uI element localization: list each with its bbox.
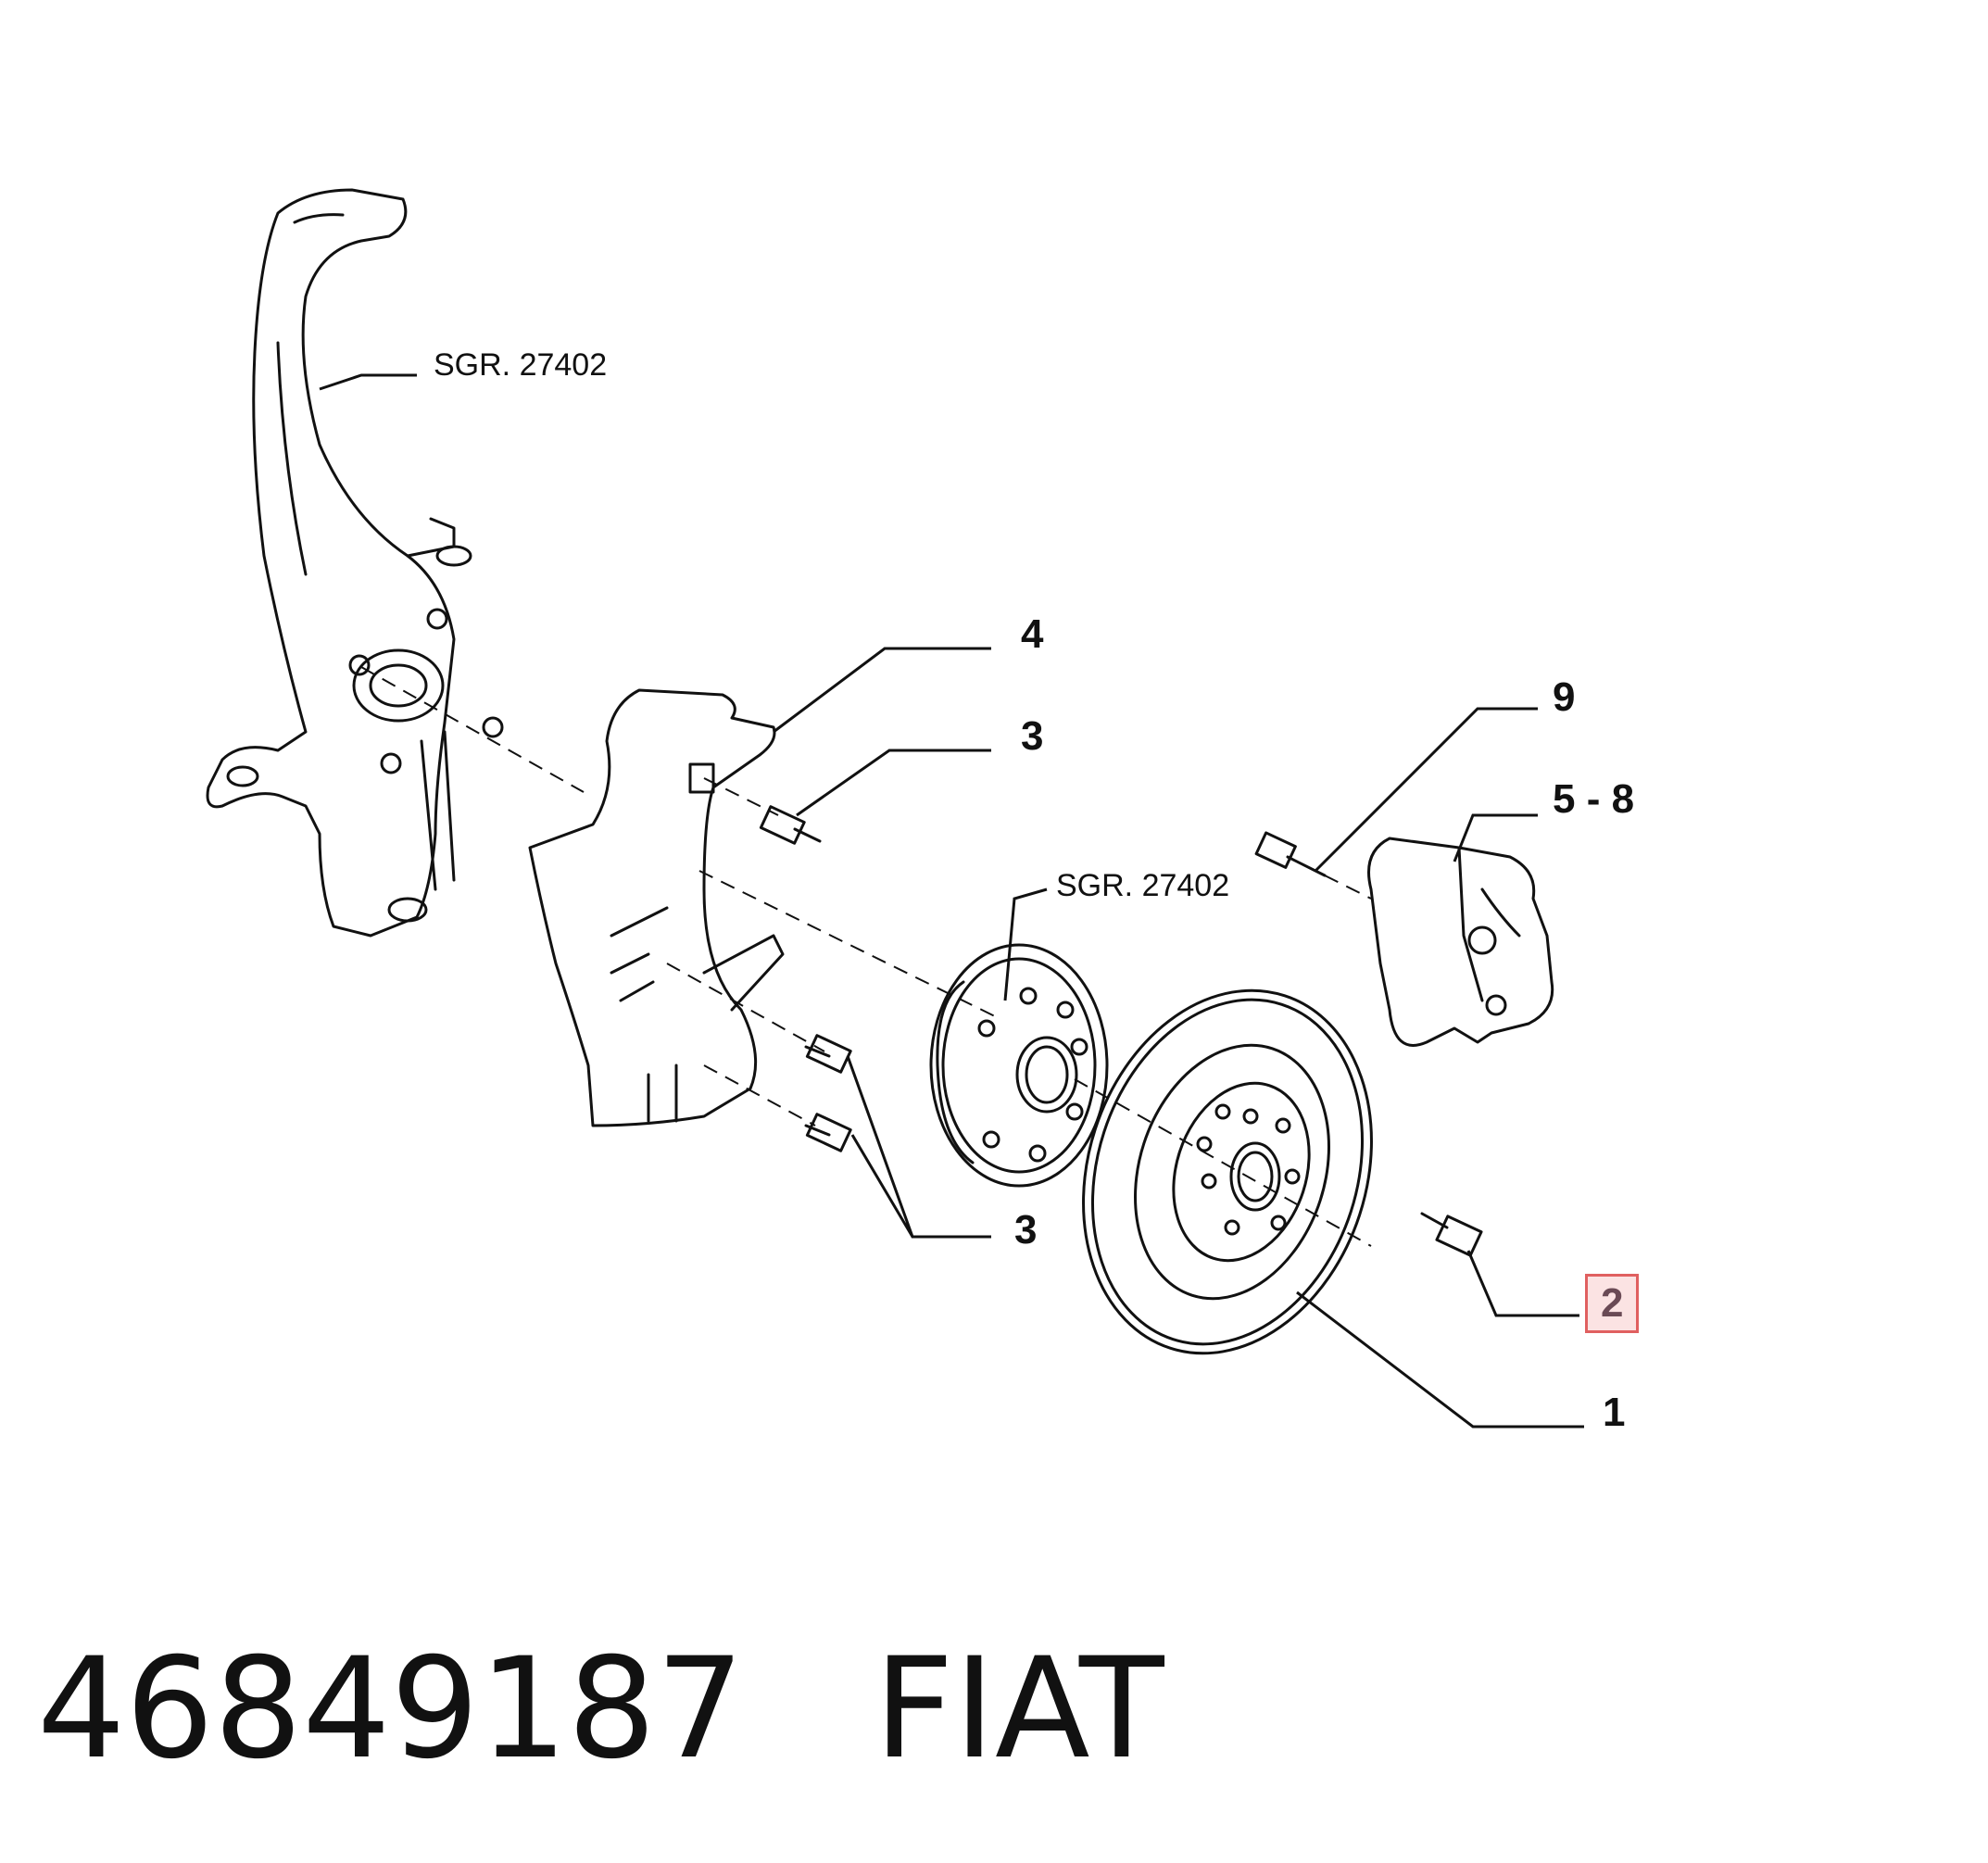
shield-bolt-low: [804, 1113, 852, 1152]
brand-name: FIAT: [874, 1629, 1164, 1790]
callout-4: 4: [1021, 611, 1044, 657]
callout-sgr-knuckle: SGR. 27402: [434, 347, 608, 383]
dust-shield: [528, 688, 785, 1127]
callout-2-highlighted[interactable]: 2: [1585, 1274, 1640, 1333]
callout-3-top: 3: [1021, 713, 1044, 759]
wheel-hub: [929, 943, 1109, 1188]
shield-bolt-mid: [804, 1034, 852, 1074]
steering-knuckle: [206, 188, 504, 938]
exploded-brake-diagram: [206, 188, 1584, 1429]
caliper-bolt: [1254, 831, 1327, 877]
assembly-axis-lines: [360, 666, 1372, 1247]
callout-1: 1: [1603, 1390, 1626, 1435]
brake-caliper: [1367, 837, 1554, 1047]
callout-3-bottom: 3: [1014, 1207, 1038, 1252]
leader-lines: [319, 373, 1584, 1429]
callout-9: 9: [1553, 674, 1576, 720]
callout-sgr-hub: SGR. 27402: [1056, 868, 1230, 903]
callout-5-8: 5 - 8: [1553, 776, 1635, 822]
disc-bolt: [1420, 1212, 1483, 1257]
part-footer: 46849187 FIAT: [37, 1635, 1164, 1783]
part-number: 46849187: [37, 1629, 745, 1790]
brake-disc: [1082, 988, 1373, 1355]
shield-bolt-top: [759, 805, 822, 845]
